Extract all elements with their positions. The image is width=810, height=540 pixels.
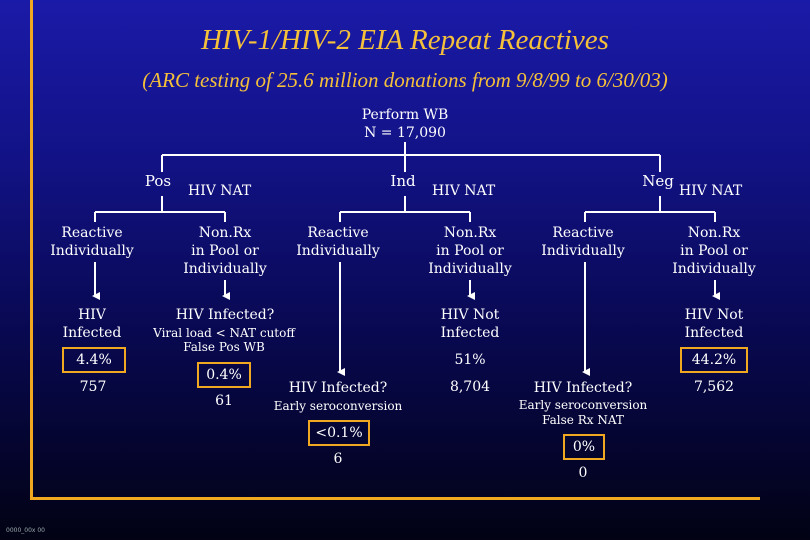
ind-nonrx-line1: Non.Rx [443, 225, 497, 241]
neg-reactive-note2: False Rx NAT [542, 413, 624, 427]
neg-nonrx-line1: Non.Rx [687, 225, 741, 241]
root-line2: N = 17,090 [364, 125, 446, 141]
ind-nat-label: HIV NAT [432, 183, 496, 199]
slide-subtitle: (ARC testing of 25.6 million donations f… [142, 68, 668, 92]
ind-reactive-outcome: HIV Infected? [288, 380, 388, 396]
branch-ind-label: Ind [390, 172, 416, 190]
neg-reactive-line2: Individually [541, 243, 625, 259]
pos-nonrx-line3: Individually [183, 261, 267, 277]
pos-nonrx-line1: Non.Rx [198, 225, 252, 241]
neg-nonrx-outcome2: Infected [684, 325, 744, 341]
pos-reactive-line1: Reactive [61, 225, 123, 241]
pos-nonrx-count: 61 [215, 393, 233, 409]
root-line1: Perform WB [361, 107, 449, 123]
ind-reactive-line2: Individually [296, 243, 380, 259]
pos-nonrx-note1: Viral load < NAT cutoff [153, 326, 295, 340]
ind-reactive-count: 6 [333, 451, 343, 467]
pos-nonrx-outcome: HIV Infected? [175, 307, 275, 323]
ind-nonrx-line3: Individually [428, 261, 512, 277]
left-border-line [30, 0, 33, 500]
neg-nonrx-line2: in Pool or [680, 243, 748, 259]
pos-reactive-line2: Individually [50, 243, 134, 259]
ind-nonrx-outcome2: Infected [440, 325, 500, 341]
slide-footer-code: 0000_00x 00 [6, 527, 45, 534]
pos-reactive-count: 757 [79, 379, 107, 395]
ind-nonrx-line2: in Pool or [436, 243, 504, 259]
neg-reactive-note1: Early seroconversion [518, 398, 648, 412]
ind-reactive-line1: Reactive [307, 225, 369, 241]
neg-nat-label: HIV NAT [679, 183, 743, 199]
bottom-border-line [30, 497, 760, 500]
branch-neg-label: Neg [642, 172, 674, 190]
neg-nonrx-outcome1: HIV Not [684, 307, 744, 323]
pos-reactive-outcome1: HIV [78, 307, 106, 323]
ind-reactive-percent-box: <0.1% [308, 420, 370, 446]
pos-nonrx-note2: False Pos WB [183, 340, 265, 354]
ind-nonrx-outcome1: HIV Not [440, 307, 500, 323]
neg-reactive-outcome: HIV Infected? [533, 380, 633, 396]
pos-reactive-percent-box: 4.4% [62, 347, 126, 373]
branch-pos-label: Pos [144, 172, 172, 190]
neg-reactive-count: 0 [578, 465, 588, 481]
ind-nonrx-count: 8,704 [449, 379, 491, 395]
neg-nonrx-count: 7,562 [693, 379, 735, 395]
ind-reactive-note: Early seroconversion [273, 399, 403, 413]
pos-nat-label: HIV NAT [188, 183, 252, 199]
neg-reactive-percent-box: 0% [563, 434, 605, 460]
neg-nonrx-line3: Individually [672, 261, 756, 277]
neg-reactive-line1: Reactive [552, 225, 614, 241]
pos-nonrx-percent-box: 0.4% [197, 362, 251, 388]
ind-nonrx-percent: 51% [454, 352, 486, 368]
slide-title: HIV-1/HIV-2 EIA Repeat Reactives [201, 24, 609, 56]
pos-nonrx-line2: in Pool or [191, 243, 259, 259]
neg-nonrx-percent-box: 44.2% [680, 347, 748, 373]
pos-reactive-outcome2: Infected [62, 325, 122, 341]
